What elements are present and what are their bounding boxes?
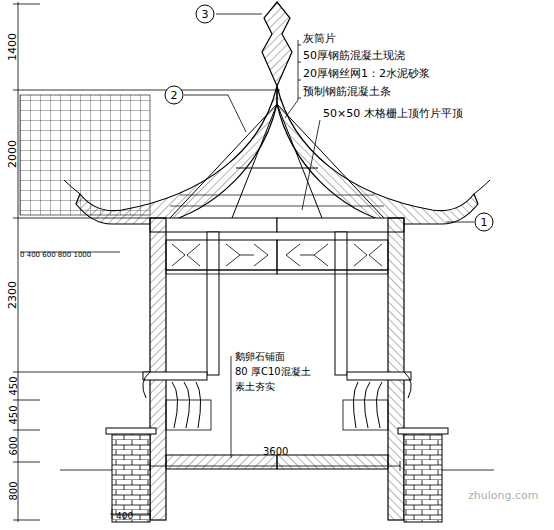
pavilion-half [60, 86, 277, 522]
material-note: 20厚钢丝网1：2水泥砂浆 [303, 68, 430, 80]
scale-grid [20, 95, 150, 215]
floor-note: 80 厚C10混凝土 [235, 366, 311, 377]
leader-line [216, 14, 262, 15]
dimension: 3600 [263, 446, 288, 457]
floor-note: 素土夯实 [235, 381, 275, 392]
roof-finial [262, 2, 292, 86]
callout-circle: 3 [195, 4, 215, 24]
dimension: 600 [8, 436, 19, 455]
dimension: 2000 [7, 140, 19, 168]
dimension: 800 [8, 481, 19, 500]
callout-leaders [184, 14, 474, 222]
callout-number: 1 [481, 217, 488, 228]
callout-number: 3 [202, 9, 209, 20]
material-note: 预制钢筋混凝土条 [303, 86, 391, 98]
material-note: 50厚钢筋混凝土现浇 [303, 50, 405, 62]
callout-circle: 1 [474, 212, 494, 232]
watermark: zhulong.com [468, 490, 538, 502]
dimension: 400 [116, 512, 133, 522]
leader-line [446, 222, 474, 223]
dimension: 450 [8, 405, 19, 424]
dimension: 2300 [7, 281, 19, 309]
material-note: 灰筒片 [303, 33, 336, 45]
dimension: 450 [8, 376, 19, 395]
material-note: 50×50 木格栅上顶竹片平顶 [323, 108, 463, 120]
floor-note: 鹅卵石铺面 [235, 351, 285, 362]
callout-circle: 2 [164, 85, 184, 105]
dimension: 1400 [7, 33, 19, 61]
scale-text: 0 400 600 800 1000 [20, 252, 91, 260]
dimension-chain [13, 2, 280, 522]
leader-line [184, 95, 246, 132]
callout-number: 2 [171, 90, 178, 101]
